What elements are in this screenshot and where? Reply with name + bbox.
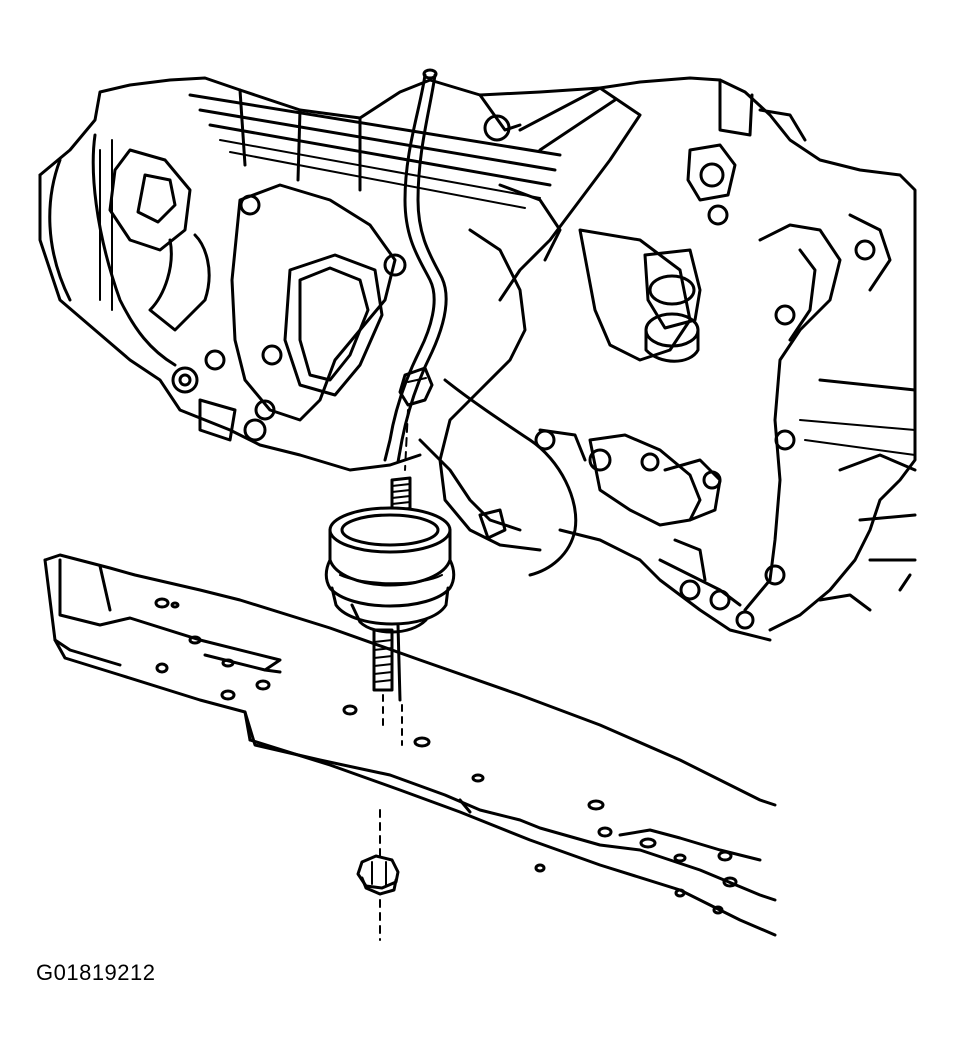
engine-mount [324,506,456,634]
engine-block [38,68,917,642]
figure-code: G01819212 [36,960,156,985]
lower-mount-stud [372,623,403,746]
mount-nut [356,809,400,941]
frame-crossmember [43,553,777,937]
